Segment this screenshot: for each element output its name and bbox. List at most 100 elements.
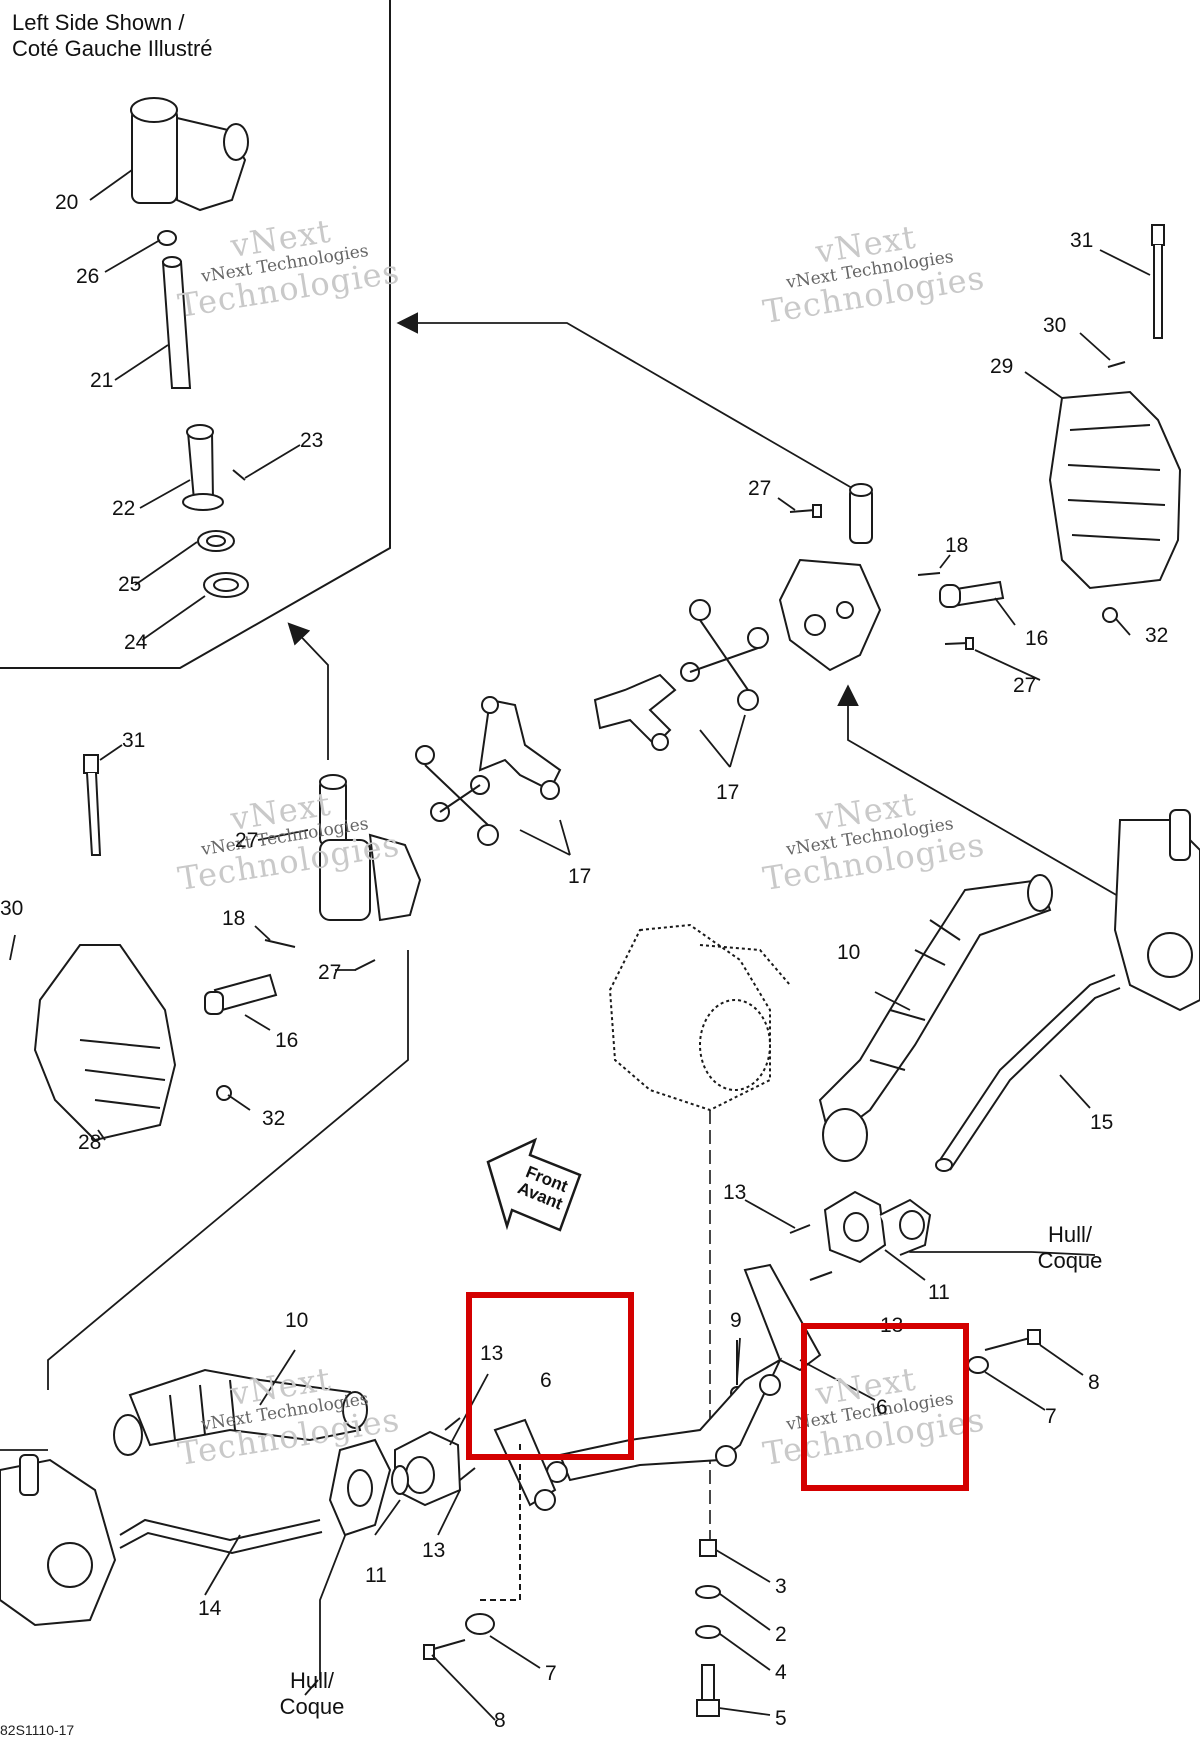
callout-29: 29 — [990, 355, 1014, 378]
hull-label-right-line2: Coque — [1037, 1248, 1103, 1273]
inset-reference-arrow-left — [287, 622, 329, 760]
callout-9: 9 — [730, 1309, 742, 1332]
callout-26: 26 — [76, 265, 100, 288]
callout-20: 20 — [55, 191, 79, 214]
part-13-screws-left — [444, 1417, 476, 1481]
part-32-nut-left — [216, 1085, 232, 1101]
callout-5: 5 — [775, 1707, 787, 1730]
part-29-nozzle-cover-right — [1048, 390, 1182, 590]
callout-23: 23 — [300, 429, 324, 452]
callout-7-left: 7 — [545, 1662, 557, 1685]
callout-18-top: 18 — [945, 534, 969, 557]
highlight-box-right — [801, 1323, 969, 1491]
callout-3: 3 — [775, 1575, 787, 1598]
hull-label-bottom-line1: Hull/ — [289, 1668, 334, 1693]
hull-label-right: Hull/ Coque — [1030, 1222, 1110, 1274]
part-3-spacer — [699, 1539, 717, 1557]
callout-18-left: 18 — [222, 907, 246, 930]
part-23-pin — [232, 469, 246, 481]
inset-caption: Left Side Shown / Coté Gauche Illustré — [12, 10, 213, 62]
callout-31-top: 31 — [1070, 229, 1094, 252]
part-20-steering-head — [130, 97, 249, 212]
part-15-tube-right — [935, 974, 1121, 1172]
callout-31-left: 31 — [122, 729, 146, 752]
callout-7-right: 7 — [1045, 1405, 1057, 1428]
part-21-tube — [161, 256, 192, 389]
callout-6-right: 6 — [876, 1396, 888, 1419]
callout-32-left: 32 — [262, 1107, 286, 1130]
part-7-washer-left — [465, 1440, 521, 1635]
part-17-link-left — [415, 696, 562, 846]
callout-16-top: 16 — [1025, 627, 1049, 650]
part-17-link-right — [593, 599, 769, 751]
part-2-washer — [695, 1585, 721, 1599]
part-11-fitting-right — [823, 1190, 932, 1264]
callout-22: 22 — [112, 497, 136, 520]
part-18-pin-right — [917, 572, 941, 576]
callout-10-left: 10 — [285, 1309, 309, 1332]
part-10-hose-right — [818, 874, 1053, 1162]
callout-25: 25 — [118, 573, 142, 596]
inset-caption-line2: Coté Gauche Illustré — [12, 36, 213, 61]
part-steering-arm-left — [319, 774, 422, 922]
inset-reference-arrow-top — [396, 312, 853, 489]
part-8-bolt-left — [423, 1639, 466, 1660]
callout-8-left: 8 — [494, 1709, 506, 1732]
part-18-pin-left — [264, 939, 296, 948]
steering-nozzle-right — [1113, 809, 1200, 1012]
callout-10-right: 10 — [837, 941, 861, 964]
callout-32-top: 32 — [1145, 624, 1169, 647]
part-28-nozzle-cover-left — [33, 944, 177, 1142]
callout-11-right: 11 — [928, 1281, 950, 1304]
pump-housing — [608, 923, 791, 1112]
part-5-bolt — [696, 1664, 720, 1717]
steering-nozzle-left — [0, 1454, 117, 1627]
part-26-cap — [157, 230, 177, 246]
callout-6-left: 6 — [540, 1369, 552, 1392]
callout-14: 14 — [198, 1597, 222, 1620]
callout-17-top: 17 — [716, 781, 740, 804]
part-10-hose-left — [113, 1368, 368, 1456]
callout-24: 24 — [124, 631, 148, 654]
hull-pointer-bottom — [319, 1509, 356, 1680]
part-steering-arm-right — [778, 483, 882, 672]
part-24-nut — [203, 572, 249, 598]
front-direction-arrow — [486, 1137, 582, 1232]
part-30-screw-right — [1107, 361, 1126, 368]
part-27-bolt-left-lower — [354, 959, 376, 971]
part-22-bushing — [182, 424, 224, 511]
hull-label-right-line1: Hull/ — [1047, 1222, 1092, 1247]
callout-27-left2: 27 — [318, 961, 342, 984]
callout-30-left: 30 — [0, 897, 24, 920]
callout-28: 28 — [78, 1131, 102, 1154]
part-11-fitting-left — [391, 1430, 462, 1507]
leader-lines — [9, 169, 1151, 1721]
part-31-bolt-left — [83, 754, 102, 856]
callout-27-right: 27 — [1013, 674, 1037, 697]
callout-21: 21 — [90, 369, 114, 392]
part-14-tube-left — [119, 1518, 323, 1555]
callout-2: 2 — [775, 1623, 787, 1646]
part-32-nut-right — [1102, 607, 1118, 623]
hull-label-bottom-line2: Coque — [279, 1694, 345, 1719]
part-4-washer — [695, 1625, 721, 1639]
hull-gasket-left — [328, 1438, 392, 1537]
callout-13-right: 13 — [723, 1181, 747, 1204]
callout-27-left: 27 — [235, 829, 259, 852]
part-27-bolt-upper — [789, 504, 822, 518]
highlight-box-left — [466, 1292, 634, 1460]
part-16-sleeve-right — [939, 580, 1005, 608]
part-31-bolt-right — [1151, 224, 1165, 339]
callout-15: 15 — [1090, 1111, 1114, 1134]
part-13-screws-right — [789, 1224, 833, 1281]
inset-frame — [0, 0, 391, 669]
callout-11-left: 11 — [365, 1564, 387, 1587]
part-27-bolt-right — [944, 637, 974, 650]
part-25-seal — [197, 530, 235, 552]
callout-16-left: 16 — [275, 1029, 299, 1052]
inset-caption-line1: Left Side Shown / — [12, 10, 185, 35]
callout-13-left2: 13 — [422, 1539, 446, 1562]
callout-17-left: 17 — [568, 865, 592, 888]
